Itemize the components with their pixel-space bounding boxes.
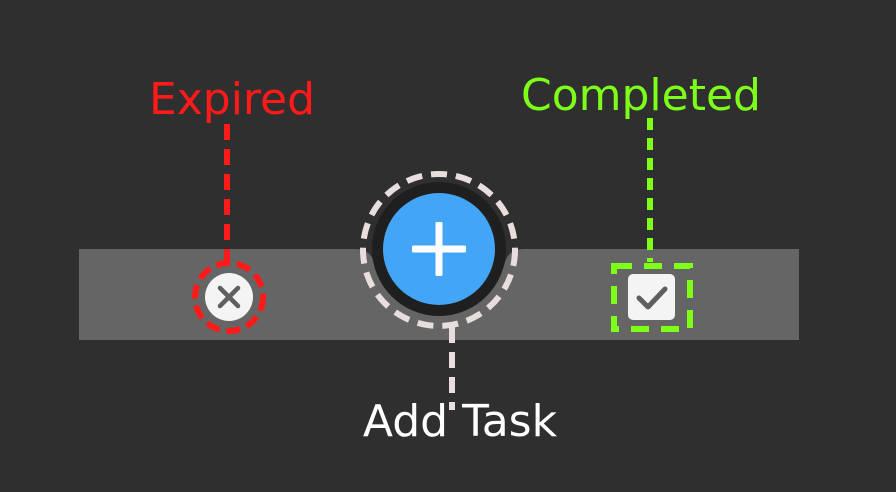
bottom-nav-bar (79, 249, 799, 340)
checkbox-checked-icon (636, 286, 668, 310)
expired-label: Expired (148, 74, 316, 125)
fab-highlight-ring (360, 171, 518, 329)
expired-tasks-button[interactable] (205, 273, 253, 321)
expired-highlight-ring (192, 260, 266, 334)
completed-tasks-button[interactable] (628, 274, 675, 320)
close-circle-icon (217, 285, 241, 309)
add-task-button[interactable] (383, 193, 495, 305)
completed-highlight-box (611, 263, 693, 332)
add-task-label: Add Task (362, 396, 558, 447)
completed-label: Completed (521, 70, 761, 121)
plus-icon (412, 222, 466, 276)
